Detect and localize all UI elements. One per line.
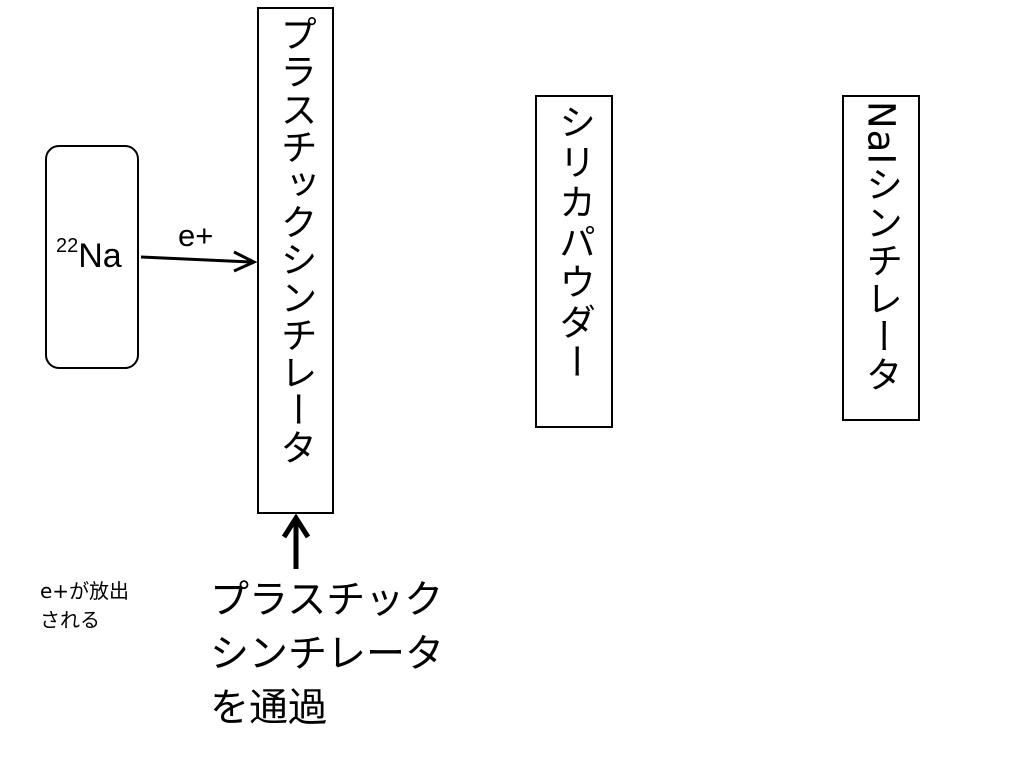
positron-arrow <box>140 250 258 273</box>
silica-powder-label: シリカパウダー <box>552 103 596 383</box>
sodium-22-label: 22Na <box>56 236 122 276</box>
element-symbol: Na <box>78 237 122 275</box>
emission-note: e+が放出 される <box>40 579 130 632</box>
nai-suffix: シンチレータ <box>859 165 903 394</box>
nai-scintillator-box: NaIシンチレータ <box>842 95 920 421</box>
nai-scintillator-label: NaIシンチレータ <box>859 101 903 419</box>
plastic-scintillator-label: プラスチックシンチレータ <box>274 15 317 467</box>
nai-prefix: NaI <box>859 101 903 166</box>
sodium-source-box <box>45 145 139 369</box>
passage-note: プラスチック シンチレータ を通過 <box>210 578 445 731</box>
mass-number: 22 <box>56 235 79 257</box>
positron-label: e+ <box>178 218 214 253</box>
up-arrow <box>281 513 311 569</box>
silica-powder-box: シリカパウダー <box>535 95 613 428</box>
plastic-scintillator-box: プラスチックシンチレータ <box>257 7 334 514</box>
